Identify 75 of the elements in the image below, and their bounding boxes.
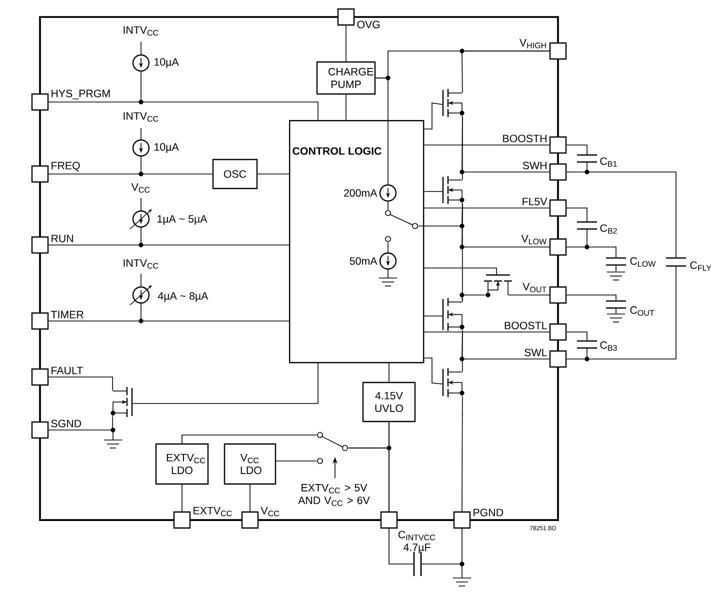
supply-label: INTV$_{CC}$ [124,26,158,36]
pin-label: PGND [474,508,504,516]
wire [462,203,463,302]
block-box: 4.15V UVLO [362,382,416,422]
component-label: C$_{INTVCC}$ 4.7µF [398,530,436,554]
wire [424,144,550,146]
component-label: C$_{LOW}$ [630,257,656,267]
pin-label: FAULT [52,366,83,374]
component-label: C$_{B1}$ [600,157,617,167]
wire [182,434,317,444]
pin-label: RUN [52,234,73,242]
wire [424,102,443,130]
wire [462,330,463,372]
wire [48,102,318,120]
block-box: OSC [212,158,258,190]
block-box: CHARGE PUMP [316,61,376,95]
pin [380,511,398,529]
transistor-symbol [442,176,464,204]
wire [462,116,463,180]
wire [508,294,550,296]
component-label: C$_{OUT}$ [630,306,654,316]
value-label: 10µA [154,143,179,153]
wire [48,244,290,246]
current-source-symbol [379,252,397,270]
pin-label: FL5V [522,198,548,206]
transistor-symbol [484,274,512,298]
pin-label: SWH [522,162,546,170]
block-box: V$_{CC}$ LDO [224,443,276,485]
pin-label: EXTV$_{CC}$ [194,506,232,516]
supply-label: INTV$_{CC}$ [124,112,158,122]
pin-label: V$_{OUT}$ [522,282,546,292]
block-box: EXTV$_{CC}$ LDO [155,443,209,485]
wire [424,268,497,275]
wire [424,191,443,192]
value-label: 4µA ~ 8µA [158,292,208,302]
switch-symbol [317,432,348,464]
transistor-symbol [442,89,464,117]
component-label: C$_{B2}$ [600,224,617,234]
wire [48,416,113,430]
transistor-symbol [110,387,133,417]
wire [388,362,390,382]
wire [132,362,318,404]
pin-label: SWL [524,348,547,356]
wire [48,320,290,322]
transistor-symbol [442,298,464,331]
pin-label: BOOSTH [503,134,546,142]
supply-label: V$_{CC}$ [131,183,150,193]
pin-label: SGND [51,420,82,428]
wire [424,358,443,384]
pin-label: TIMER [50,310,84,318]
wire [276,460,317,462]
current-source-symbol [379,184,397,202]
value-label: 10µA [154,58,179,68]
wire [462,50,550,93]
value-label: 200mA [344,189,378,197]
condition-note: EXTV$_{CC}$ > 5V AND V$_{CC}$ > 6V [298,484,370,506]
pin-label: HYS_PRGM [52,90,110,100]
pin-label: V$_{LOW}$ [521,234,547,244]
value-label: 1µA ~ 5µA [158,215,208,225]
switch-symbol [385,210,418,242]
wire [462,396,463,512]
pin-label: V$_{HIGH}$ [520,38,546,48]
pin-label: V$_{CC}$ [260,506,280,516]
wire [48,376,113,391]
wire [348,422,390,448]
component-label: C$_{FLY}$ [690,261,711,271]
pin-label: OVG [357,20,380,28]
pin-label: FREQ [52,162,80,172]
component-label: C$_{B3}$ [600,341,617,351]
pin-label: BOOSTL [504,322,547,330]
wire [375,78,388,185]
supply-label: INTV$_{CC}$ [124,259,158,269]
value-label: 50mA [350,257,378,265]
wire [462,294,485,302]
transistor-symbol [442,368,464,397]
